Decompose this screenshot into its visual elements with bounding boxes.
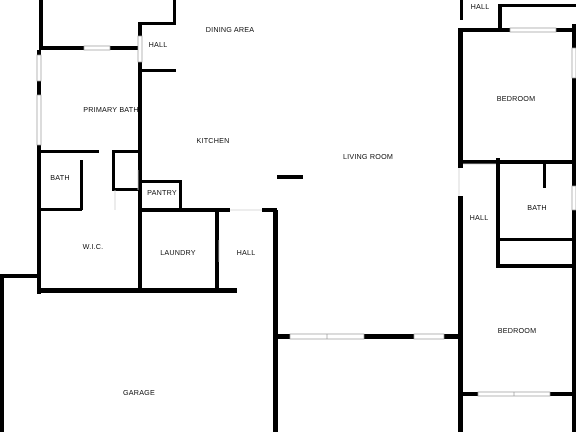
wall xyxy=(498,238,576,241)
wall xyxy=(40,150,99,153)
wall xyxy=(458,196,463,266)
room-label-hall-center: HALL xyxy=(237,248,256,257)
window xyxy=(571,185,576,211)
room-label-dining-area: DINING AREA xyxy=(206,25,255,34)
wall xyxy=(138,69,176,72)
room-label-bath-left: BATH xyxy=(50,173,69,182)
room-label-bath-right: BATH xyxy=(527,203,546,212)
room-label-living-room: LIVING ROOM xyxy=(343,152,393,161)
window xyxy=(413,333,445,340)
room-label-hall-right: HALL xyxy=(470,213,489,222)
wall xyxy=(173,0,176,25)
window xyxy=(571,47,576,79)
wall xyxy=(140,208,230,212)
wall xyxy=(37,288,237,293)
wall xyxy=(179,180,182,210)
wall xyxy=(140,180,182,183)
room-labels: DINING AREA HALL HALL PRIMARY BATH KITCH… xyxy=(50,2,546,397)
window xyxy=(83,45,111,51)
window xyxy=(36,54,42,82)
wall xyxy=(215,208,219,292)
wall xyxy=(40,208,82,211)
wall xyxy=(112,150,115,190)
wall xyxy=(496,158,500,268)
wall xyxy=(39,0,43,50)
wall xyxy=(543,160,546,188)
room-label-hall-top-right: HALL xyxy=(471,2,490,11)
wall xyxy=(262,208,277,212)
wall xyxy=(37,50,41,294)
room-label-bedroom-lower: BEDROOM xyxy=(498,326,537,335)
wall xyxy=(273,210,278,432)
room-label-garage: GARAGE xyxy=(123,388,155,397)
window xyxy=(36,94,42,146)
wall xyxy=(460,0,463,20)
wall xyxy=(572,24,576,432)
windows xyxy=(36,27,576,397)
wall xyxy=(114,150,140,153)
window xyxy=(137,35,143,63)
wall xyxy=(0,274,41,278)
wall xyxy=(458,160,576,164)
room-label-primary-bath: PRIMARY BATH xyxy=(83,105,139,114)
door-openings xyxy=(114,163,496,262)
room-label-pantry: PANTRY xyxy=(147,188,177,197)
wall xyxy=(458,264,463,432)
room-label-bedroom-upper: BEDROOM xyxy=(497,94,536,103)
window xyxy=(509,27,557,33)
room-label-wic: W.I.C. xyxy=(83,242,104,251)
wall xyxy=(458,28,463,168)
wall xyxy=(496,264,576,268)
wall xyxy=(80,160,83,210)
room-label-laundry: LAUNDRY xyxy=(160,248,196,257)
wall xyxy=(498,4,576,7)
wall xyxy=(0,274,4,432)
wall xyxy=(112,188,140,191)
kitchen-island xyxy=(277,175,303,179)
wall xyxy=(138,22,176,25)
room-label-hall-top-left: HALL xyxy=(149,40,168,49)
room-label-kitchen: KITCHEN xyxy=(197,136,230,145)
wall xyxy=(498,4,502,30)
wall xyxy=(276,334,462,339)
